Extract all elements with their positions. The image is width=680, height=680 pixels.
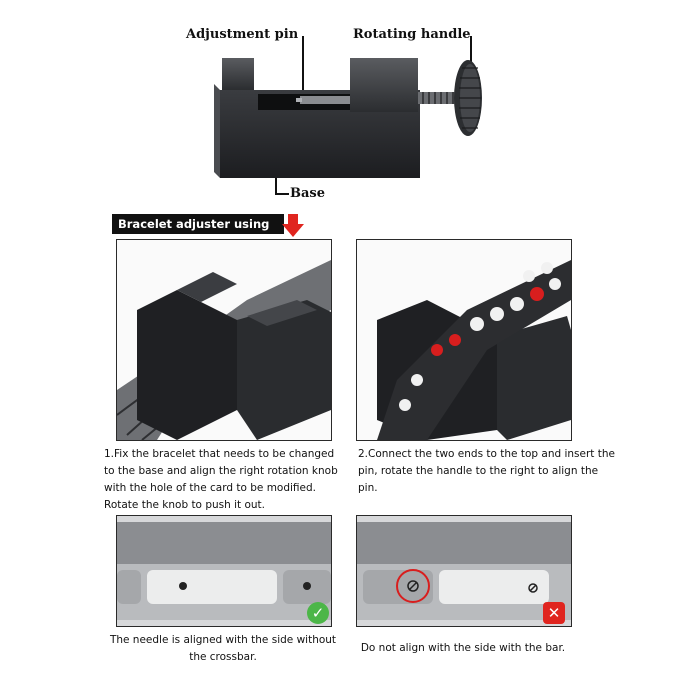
step-1-caption: 1.Fix the bracelet that needs to be chan… — [104, 448, 338, 511]
correct-tip-caption: The needle is aligned with the side with… — [109, 634, 337, 663]
wrong-tip-caption: Do not align with the side with the bar. — [360, 642, 566, 654]
leader-line-pin — [302, 36, 304, 102]
label-base: Base — [290, 186, 326, 201]
step-2-caption: 2.Connect the two ends to the top and in… — [358, 448, 615, 494]
label-adjustment-pin: Adjustment pin — [186, 27, 299, 42]
steps-banner: Bracelet adjuster using steps — [112, 214, 284, 251]
down-arrow-icon — [282, 214, 304, 237]
pin-remover-tool-illustration — [214, 58, 482, 178]
step-1-photo — [116, 239, 332, 441]
correct-alignment-photo: ✓ — [116, 515, 332, 627]
step-2-photo — [356, 239, 572, 441]
cross-badge-icon: ✕ — [543, 602, 565, 624]
tool-diagram: Adjustment pin Rotating handle Base — [0, 0, 680, 210]
wrong-alignment-photo: ✕ — [356, 515, 572, 627]
check-badge-icon: ✓ — [307, 602, 329, 624]
label-rotating-handle: Rotating handle — [353, 27, 471, 42]
leader-line-base-h — [275, 193, 289, 195]
